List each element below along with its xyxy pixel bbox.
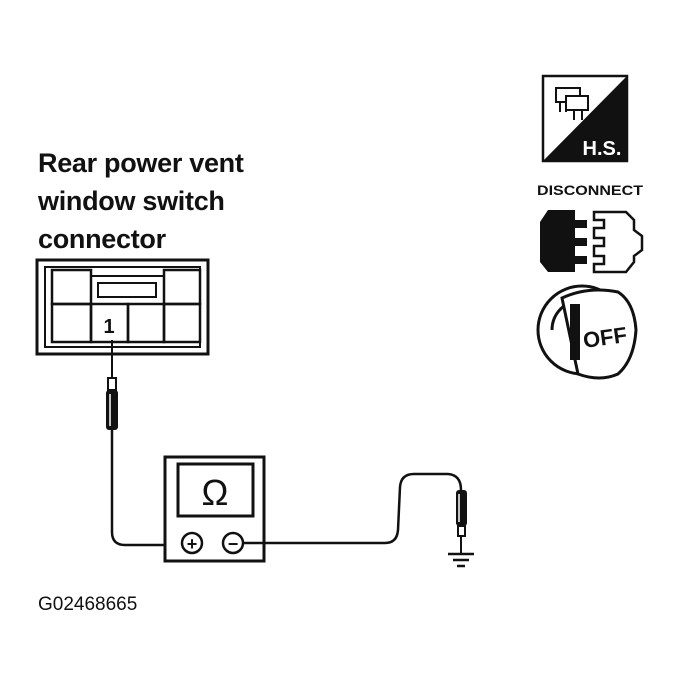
connector-title-line-1: Rear power vent bbox=[38, 148, 244, 178]
ohm-symbol: Ω bbox=[202, 472, 229, 513]
connector-title-line-2: window switch bbox=[38, 186, 225, 216]
terminal-1-label: 1 bbox=[103, 316, 114, 338]
disconnect-label: DISCONNECT bbox=[537, 182, 644, 198]
harness-side-icon bbox=[541, 74, 629, 163]
ohmmeter bbox=[163, 455, 266, 563]
negative-terminal-label: − bbox=[228, 534, 239, 554]
negative-probe bbox=[456, 490, 467, 553]
switch-connector bbox=[35, 258, 210, 356]
positive-lead-wire bbox=[110, 430, 176, 547]
disconnect-connector-icon bbox=[540, 210, 644, 274]
positive-probe bbox=[106, 340, 118, 430]
hs-label: H.S. bbox=[583, 138, 622, 160]
off-label: OFF bbox=[581, 322, 628, 353]
ground-symbol-icon bbox=[448, 552, 474, 568]
figure-id: G02468665 bbox=[38, 594, 138, 615]
positive-terminal-label: + bbox=[187, 534, 198, 554]
negative-lead-wire bbox=[244, 472, 463, 545]
ignition-off-key-icon bbox=[536, 284, 638, 380]
connector-title-line-3: connector bbox=[38, 224, 166, 254]
